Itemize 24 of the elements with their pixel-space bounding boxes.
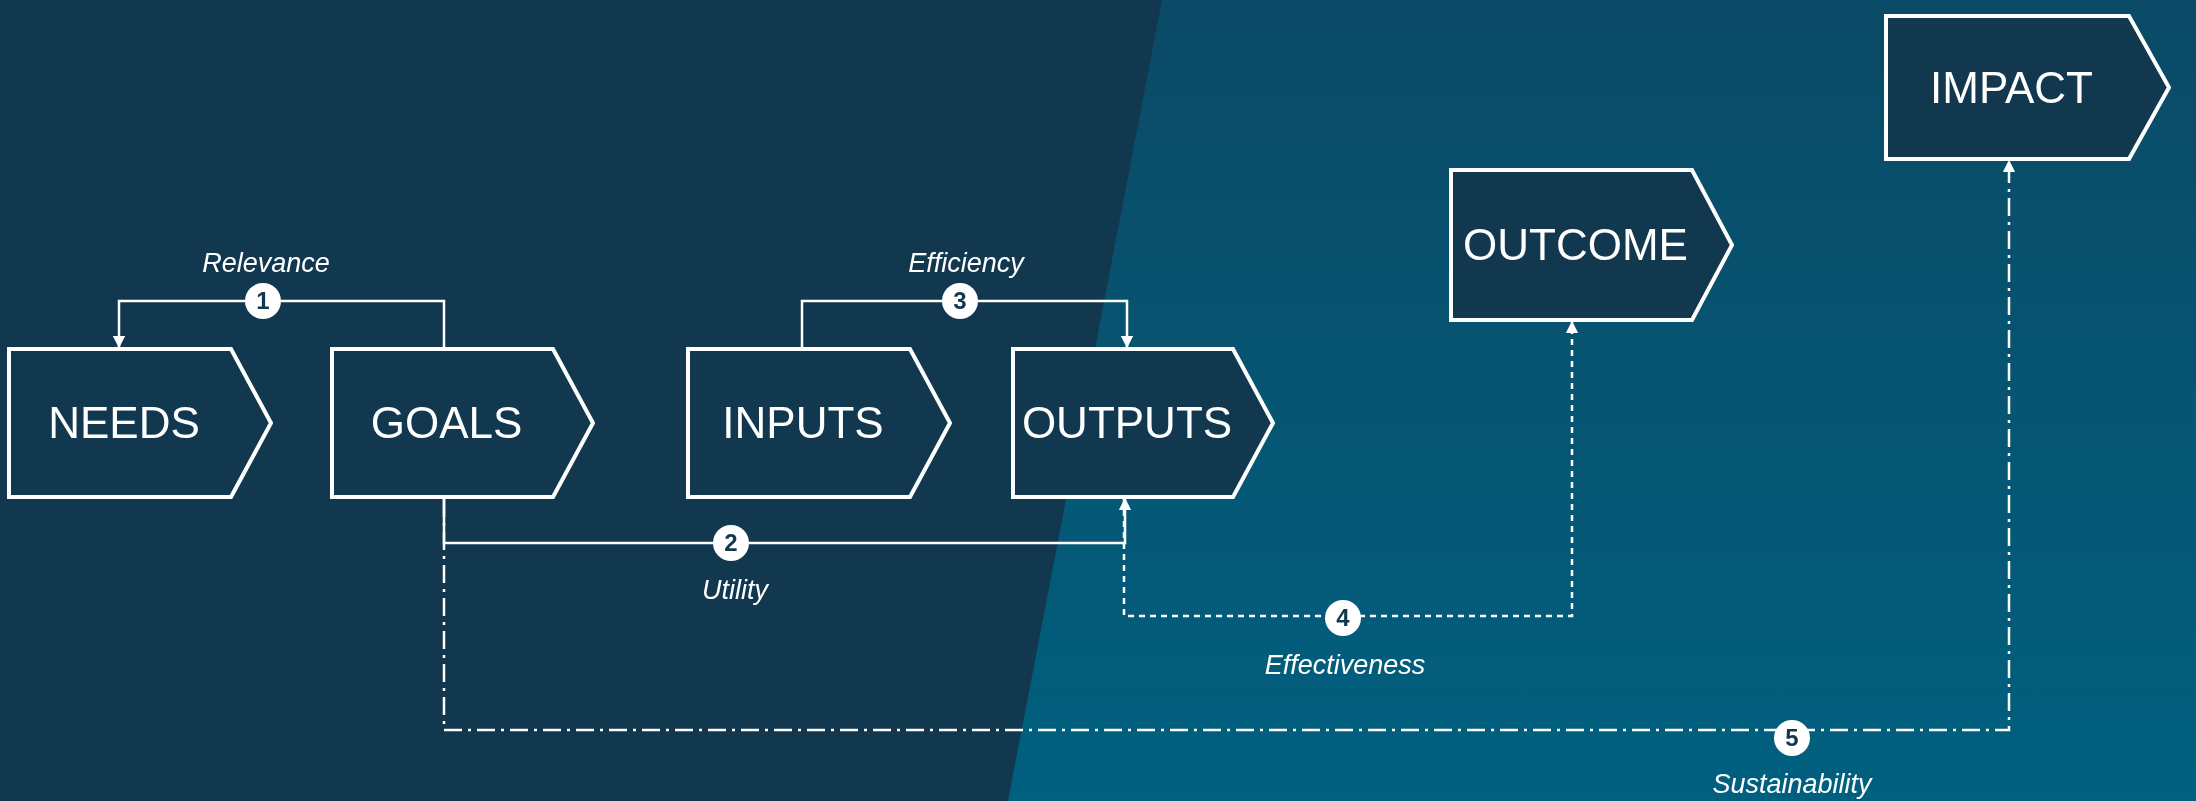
node-label: INPUTS: [722, 397, 884, 449]
connector-arrow: [1122, 320, 1579, 618]
connector-arrow: [800, 299, 1134, 349]
edge-label: Utility: [702, 573, 768, 607]
chevron-box: [330, 347, 595, 499]
edge-label: Effectiveness: [1264, 648, 1426, 682]
chevron-box: [686, 347, 952, 499]
chevron-box: [1011, 347, 1275, 499]
chevron-box: [7, 347, 273, 499]
node-label: OUTCOME: [1463, 219, 1688, 271]
edge-label: Relevance: [202, 246, 330, 280]
edge-label: Efficiency: [908, 246, 1024, 280]
node-label: OUTPUTS: [1021, 397, 1233, 449]
connector-arrow: [112, 299, 446, 349]
node-label: NEEDS: [48, 397, 200, 449]
edge-label: Sustainability: [1712, 767, 1872, 801]
chevron-box: [1449, 168, 1734, 322]
callout-number: 4: [1325, 600, 1361, 636]
connector-arrow: [442, 497, 1132, 545]
chevron-box: [1884, 14, 2171, 161]
callout-number: 5: [1774, 720, 1810, 756]
connector-arrow: [442, 159, 2016, 732]
node-label: IMPACT: [1930, 61, 2093, 114]
node-label: GOALS: [370, 397, 523, 449]
